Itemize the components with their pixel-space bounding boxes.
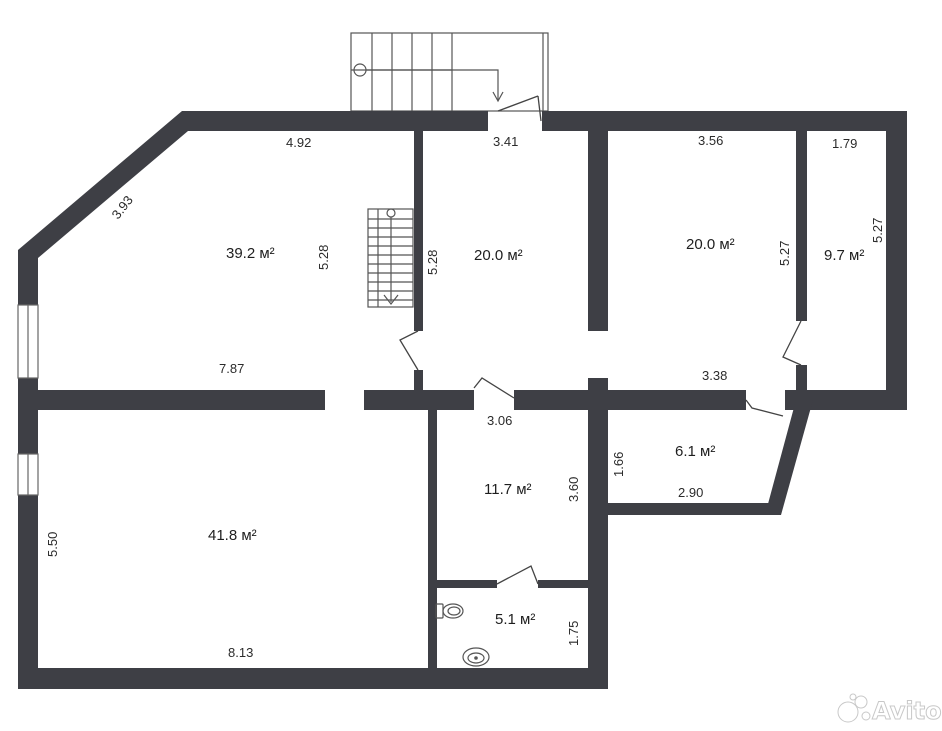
room-area-label: 5.1 м²: [495, 611, 535, 628]
room-area-label: 20.0 м²: [474, 247, 523, 264]
room-area-label: 41.8 м²: [208, 527, 257, 544]
wall-middle-center: [364, 390, 474, 410]
dimension-label: 2.90: [678, 485, 703, 500]
wall-east-south: [588, 378, 608, 689]
wall-east-room: [796, 131, 807, 321]
wall-bath-north-right: [538, 580, 590, 588]
avito-logo-icon: [837, 693, 871, 723]
dimension-label: 5.28: [316, 245, 331, 270]
dimension-label: 3.06: [487, 413, 512, 428]
wall-east: [886, 111, 907, 409]
windows: [17, 304, 39, 496]
dimension-label: 5.27: [870, 218, 885, 243]
room-area-label: 39.2 м²: [226, 245, 275, 262]
dimension-label: 1.75: [566, 621, 581, 646]
dimension-label: 8.13: [228, 645, 253, 660]
dimension-label: 3.38: [702, 368, 727, 383]
dimension-labels: 4.92 3.93 5.28 7.87 5.28 3.41 3.56 5.27 …: [45, 133, 885, 660]
dimension-label: 5.50: [45, 532, 60, 557]
sink-icon: [462, 647, 490, 667]
room-area-label: 9.7 м²: [824, 247, 864, 264]
watermark: Avito: [837, 693, 942, 726]
wall-hall-diagonal: [765, 400, 813, 515]
wall-north-east: [542, 111, 907, 131]
door-east-room: [782, 320, 802, 366]
wall-east-room-stub: [796, 365, 807, 390]
toilet-icon: [435, 603, 464, 619]
wall-west-mid: [18, 378, 38, 454]
door-middle: [473, 377, 515, 399]
door-stair: [399, 330, 419, 371]
wall-hall-south: [600, 503, 772, 515]
dimension-label: 3.56: [698, 133, 723, 148]
door-hall: [745, 399, 784, 417]
interior-stairs: [367, 208, 414, 308]
dimension-label: 1.79: [832, 136, 857, 151]
wall-north-west: [18, 111, 488, 305]
dimension-label: 3.60: [566, 477, 581, 502]
dimension-label: 3.41: [493, 134, 518, 149]
wall-bath-west: [428, 400, 437, 680]
watermark-brand: Avito: [872, 697, 942, 725]
room-areas: 39.2 м² 20.0 м² 20.0 м² 9.7 м² 41.8 м² 1…: [208, 236, 864, 628]
wall-center-north: [588, 131, 608, 331]
doors: [399, 95, 802, 585]
wall-middle-left: [18, 390, 325, 410]
wall-bath-north-left: [430, 580, 497, 588]
wall-west-south: [18, 495, 38, 689]
walls: [18, 111, 907, 689]
dimension-label: 4.92: [286, 135, 311, 150]
door-bath: [496, 565, 539, 585]
room-area-label: 20.0 м²: [686, 236, 735, 253]
wall-middle-right: [514, 390, 746, 410]
exterior-stairs: [350, 32, 549, 112]
dimension-label: 5.27: [777, 241, 792, 266]
dimension-label: 1.66: [611, 452, 626, 477]
wall-stair-stub: [414, 370, 423, 395]
door-entrance: [497, 95, 542, 122]
dimension-label: 5.28: [425, 250, 440, 275]
room-area-label: 6.1 м²: [675, 443, 715, 460]
wall-south: [18, 668, 608, 689]
wall-middle-east: [785, 390, 907, 410]
room-area-label: 11.7 м²: [484, 481, 532, 498]
dimension-label: 7.87: [219, 361, 244, 376]
wall-stair-right: [414, 131, 423, 331]
